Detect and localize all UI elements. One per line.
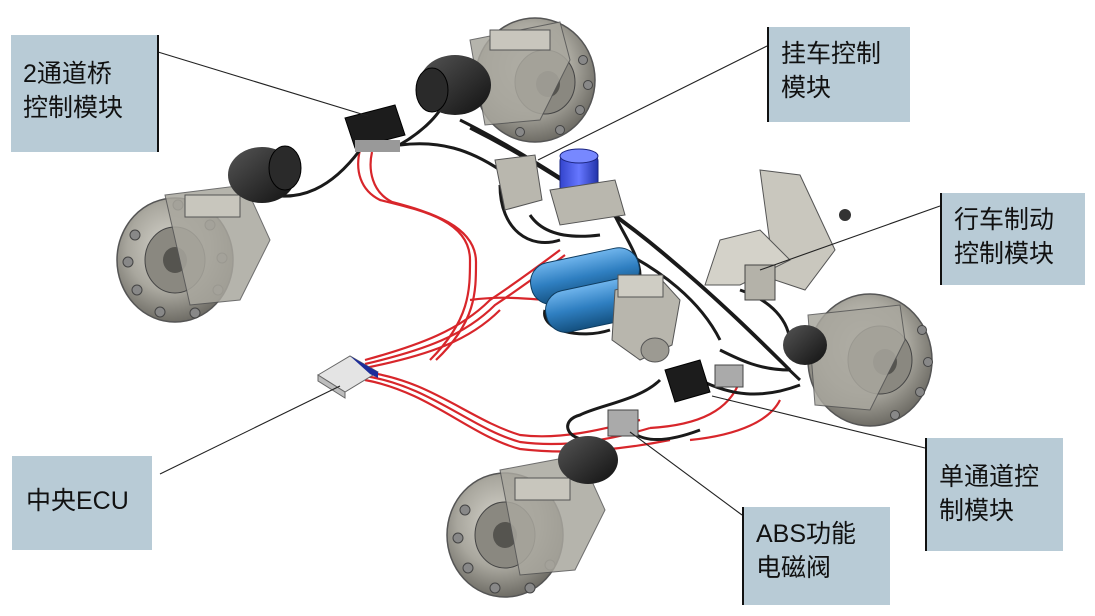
wheel-hub-bottom — [446, 436, 618, 598]
label-axle-module-2ch: 2通道桥 控制模块 — [11, 35, 159, 152]
label-central-ecu: 中央ECU — [12, 456, 152, 550]
air-compressor — [611, 274, 681, 363]
central-ecu-unit — [317, 355, 379, 399]
air-dryer — [549, 148, 626, 226]
trailer-control-valve — [494, 154, 543, 211]
wheel-hub-top — [415, 17, 596, 143]
abs-valve-unit — [607, 409, 639, 437]
leader-lines — [157, 45, 941, 516]
can-cables — [357, 149, 781, 453]
label-trailer-control: 挂车控制 模块 — [767, 27, 910, 122]
label-service-brake-module: 行车制动 控制模块 — [940, 193, 1085, 285]
label-abs-valve: ABS功能 电磁阀 — [742, 507, 890, 605]
service-brake-module — [704, 169, 851, 301]
single-ch-module-unit — [664, 359, 744, 403]
wheel-hub-right — [783, 293, 933, 427]
axle-module-2ch-unit — [344, 104, 406, 152]
wheel-hub-left — [116, 145, 302, 323]
label-single-ch-module: 单通道控 制模块 — [925, 438, 1063, 551]
